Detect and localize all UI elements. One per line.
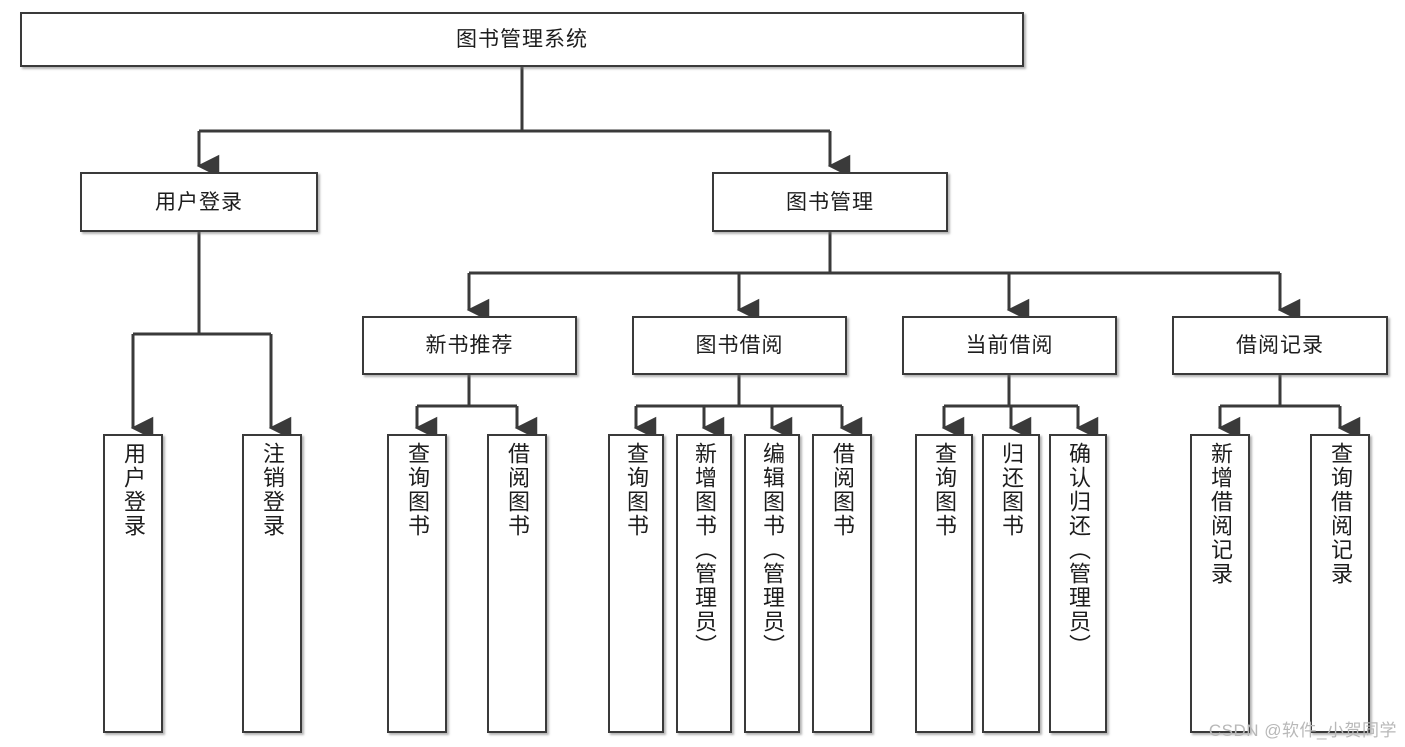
leaf-add-record[interactable]: 新增借阅记录 xyxy=(1190,434,1250,733)
leaf-query-book-cur[interactable]: 查询图书 xyxy=(915,434,973,733)
node-root-label: 图书管理系统 xyxy=(456,28,588,51)
watermark-text: CSDN @软件_小贺同学 xyxy=(1208,721,1397,740)
leaf-confirm-return[interactable]: 确认归还（管理员） xyxy=(1049,434,1107,733)
leaf-return-book[interactable]: 归还图书 xyxy=(982,434,1040,733)
leaf-confirm-return-label: 确认归还（管理员） xyxy=(1065,442,1091,658)
node-book-manage-label: 图书管理 xyxy=(786,190,874,214)
node-borrow-record[interactable]: 借阅记录 xyxy=(1172,316,1388,375)
leaf-query-book-rec[interactable]: 查询图书 xyxy=(387,434,447,733)
leaf-add-record-label: 新增借阅记录 xyxy=(1207,442,1233,586)
leaf-query-book-rec-label: 查询图书 xyxy=(404,442,430,538)
leaf-edit-book[interactable]: 编辑图书（管理员） xyxy=(744,434,800,733)
node-book-borrow[interactable]: 图书借阅 xyxy=(632,316,847,375)
leaf-borrow-book-rec-label: 借阅图书 xyxy=(504,442,530,538)
leaf-borrow-book-rec[interactable]: 借阅图书 xyxy=(487,434,547,733)
leaf-query-book-cur-label: 查询图书 xyxy=(931,442,957,538)
leaf-user-login-label: 用户登录 xyxy=(120,442,146,538)
node-user-login[interactable]: 用户登录 xyxy=(80,172,318,232)
leaf-query-book-borrow[interactable]: 查询图书 xyxy=(608,434,664,733)
node-new-book-rec[interactable]: 新书推荐 xyxy=(362,316,577,375)
node-book-manage[interactable]: 图书管理 xyxy=(712,172,948,232)
node-root[interactable]: 图书管理系统 xyxy=(20,12,1024,67)
leaf-add-book[interactable]: 新增图书（管理员） xyxy=(676,434,732,733)
leaf-return-book-label: 归还图书 xyxy=(998,442,1024,538)
leaf-edit-book-label: 编辑图书（管理员） xyxy=(759,442,785,658)
leaf-query-record[interactable]: 查询借阅记录 xyxy=(1310,434,1370,733)
node-current-borrow-label: 当前借阅 xyxy=(965,334,1054,357)
node-borrow-record-label: 借阅记录 xyxy=(1236,334,1324,357)
node-new-book-rec-label: 新书推荐 xyxy=(425,334,514,357)
leaf-user-login[interactable]: 用户登录 xyxy=(103,434,163,733)
leaf-query-record-label: 查询借阅记录 xyxy=(1327,442,1353,586)
leaf-borrow-book-label: 借阅图书 xyxy=(829,442,855,538)
leaf-logout[interactable]: 注销登录 xyxy=(242,434,302,733)
leaf-logout-label: 注销登录 xyxy=(259,442,285,538)
leaf-borrow-book[interactable]: 借阅图书 xyxy=(812,434,872,733)
leaf-add-book-label: 新增图书（管理员） xyxy=(691,442,717,658)
node-book-borrow-label: 图书借阅 xyxy=(695,334,784,357)
node-user-login-label: 用户登录 xyxy=(155,190,243,214)
node-current-borrow[interactable]: 当前借阅 xyxy=(902,316,1117,375)
leaf-query-book-borrow-label: 查询图书 xyxy=(623,442,649,538)
